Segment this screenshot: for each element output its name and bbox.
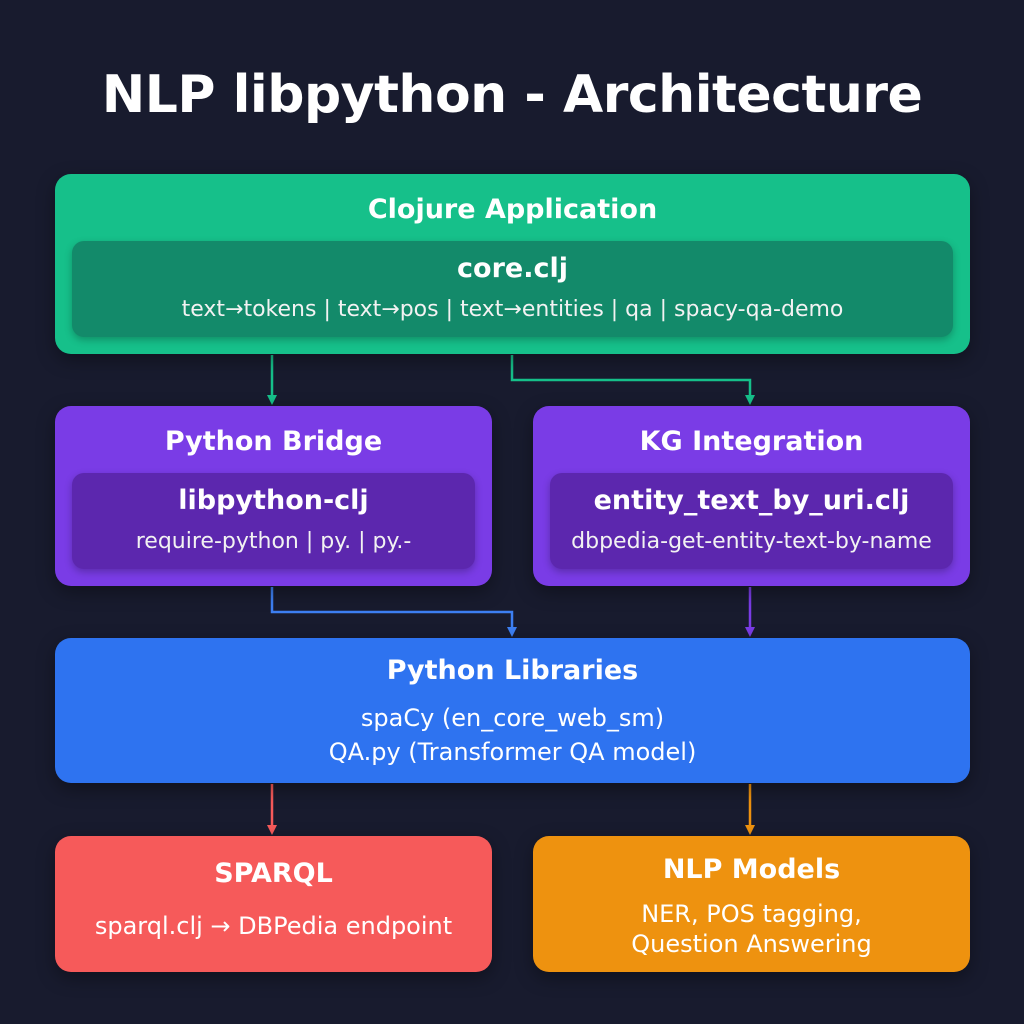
entity-text-functions: dbpedia-get-entity-text-by-name xyxy=(571,529,932,554)
arrow-bridge-to-pylibs xyxy=(270,587,517,637)
sparql-title: SPARQL xyxy=(214,858,333,889)
python-libraries-line-2: QA.py (Transformer QA model) xyxy=(328,738,697,766)
clojure-application-box: Clojure Application core.clj text→tokens… xyxy=(55,174,970,354)
core-clj-module: core.clj text→tokens | text→pos | text→e… xyxy=(72,241,953,337)
libpython-clj-module: libpython-clj require-python | py. | py.… xyxy=(72,473,475,569)
sparql-box: SPARQL sparql.clj → DBPedia endpoint xyxy=(55,836,492,972)
nlp-models-box: NLP Models NER, POS tagging, Question An… xyxy=(533,836,970,972)
core-clj-functions: text→tokens | text→pos | text→entities |… xyxy=(181,297,844,322)
libpython-clj-title: libpython-clj xyxy=(178,485,369,516)
python-bridge-box: Python Bridge libpython-clj require-pyth… xyxy=(55,406,492,586)
diagram-title: NLP libpython - Architecture xyxy=(101,65,923,125)
nlp-models-line-2: Question Answering xyxy=(631,930,872,958)
clojure-application-title: Clojure Application xyxy=(367,194,658,225)
python-bridge-title: Python Bridge xyxy=(164,426,383,457)
python-libraries-line-1: spaCy (en_core_web_sm) xyxy=(360,704,665,732)
nlp-models-title: NLP Models xyxy=(662,854,841,885)
nlp-models-line-1: NER, POS tagging, xyxy=(641,900,862,928)
entity-text-module: entity_text_by_uri.clj dbpedia-get-entit… xyxy=(550,473,953,569)
sparql-line-1: sparql.clj → DBPedia endpoint xyxy=(94,912,453,940)
python-libraries-box: Python Libraries spaCy (en_core_web_sm) … xyxy=(55,638,970,783)
kg-integration-title: KG Integration xyxy=(639,426,864,457)
libpython-clj-functions: require-python | py. | py.- xyxy=(135,529,412,554)
python-libraries-title: Python Libraries xyxy=(386,655,639,686)
arrow-core-to-kg xyxy=(510,355,755,405)
kg-integration-box: KG Integration entity_text_by_uri.clj db… xyxy=(533,406,970,586)
core-clj-title: core.clj xyxy=(457,253,568,284)
entity-text-title: entity_text_by_uri.clj xyxy=(593,485,910,516)
